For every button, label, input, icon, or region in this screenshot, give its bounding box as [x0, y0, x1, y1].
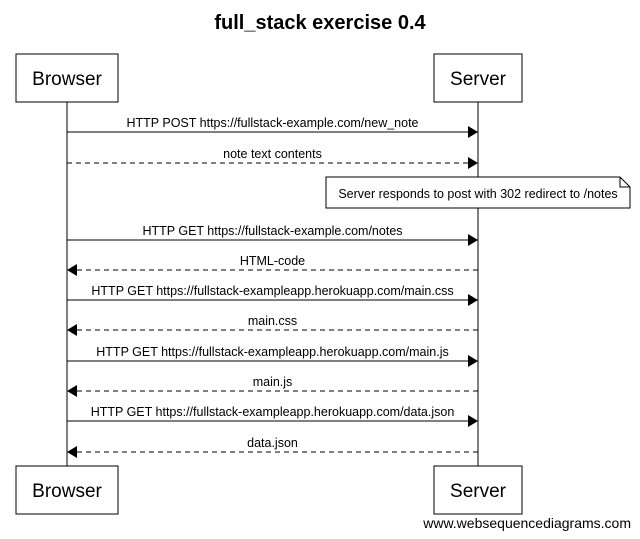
message-label: data.json [247, 436, 298, 450]
message-label: HTTP GET https://fullstack-exampleapp.he… [91, 284, 453, 298]
credit-text: www.websequencediagrams.com [422, 515, 631, 531]
actor-browser-top: Browser [15, 53, 119, 103]
message-5: HTTP GET https://fullstack-exampleapp.he… [67, 284, 478, 306]
actor-server-top-label: Server [450, 69, 507, 90]
message-7: HTTP GET https://fullstack-exampleapp.he… [67, 345, 478, 367]
message-10: data.json [67, 436, 478, 458]
message-label: HTML-code [240, 254, 305, 268]
note-text: Server responds to post with 302 redirec… [338, 187, 617, 201]
message-label: main.css [248, 314, 297, 328]
message-list: HTTP POST https://fullstack-example.com/… [67, 116, 478, 458]
actor-browser-bottom: Browser [15, 465, 119, 515]
message-label: note text contents [223, 147, 322, 161]
actor-server-top: Server [433, 53, 523, 103]
message-label: HTTP GET https://fullstack-exampleapp.he… [96, 345, 448, 359]
note-server: Server responds to post with 302 redirec… [325, 176, 631, 209]
message-label: HTTP GET https://fullstack-example.com/n… [142, 224, 402, 238]
actor-browser-bottom-label: Browser [32, 481, 102, 502]
message-4: HTML-code [67, 254, 478, 276]
message-label: HTTP GET https://fullstack-exampleapp.he… [91, 405, 455, 419]
message-8: main.js [67, 375, 478, 397]
message-2: note text contents [67, 147, 478, 169]
actor-browser-top-label: Browser [32, 69, 102, 90]
message-label: main.js [253, 375, 293, 389]
message-3: HTTP GET https://fullstack-example.com/n… [67, 224, 478, 246]
message-9: HTTP GET https://fullstack-exampleapp.he… [67, 405, 478, 427]
message-1: HTTP POST https://fullstack-example.com/… [67, 116, 478, 138]
message-label: HTTP POST https://fullstack-example.com/… [126, 116, 418, 130]
actor-server-bottom-label: Server [450, 481, 507, 502]
actor-server-bottom: Server [433, 465, 523, 515]
message-6: main.css [67, 314, 478, 336]
diagram-title: full_stack exercise 0.4 [214, 12, 426, 34]
